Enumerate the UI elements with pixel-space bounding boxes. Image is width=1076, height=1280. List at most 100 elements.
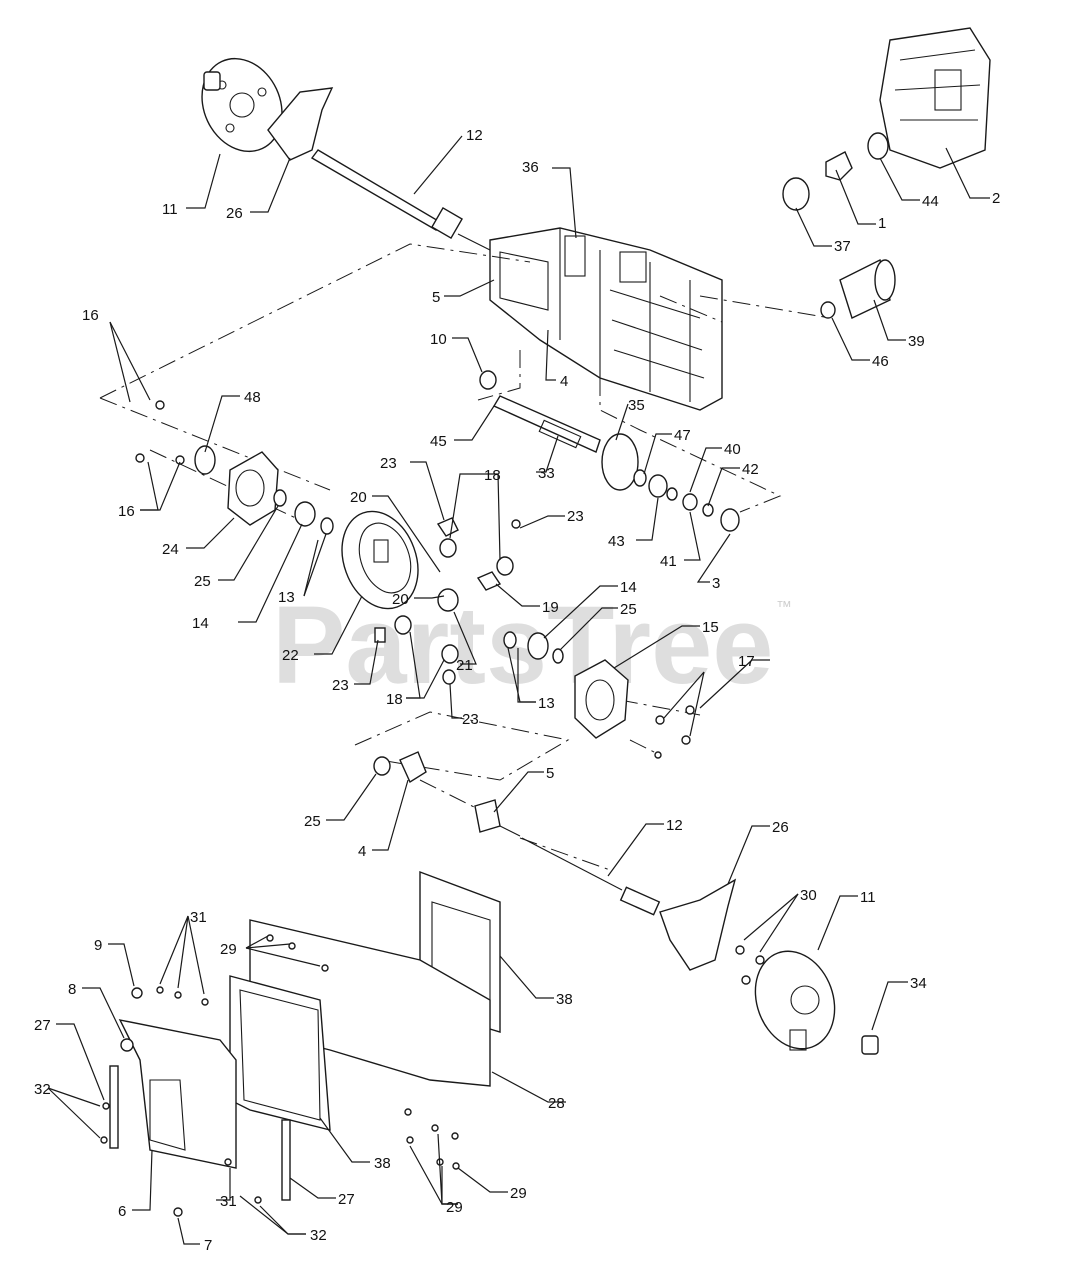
callout-label: 18 xyxy=(484,467,501,484)
callout-label: 3 xyxy=(712,575,720,592)
callout-label: 18 xyxy=(386,691,403,708)
callout-label: 22 xyxy=(282,647,299,664)
right-bearing-group xyxy=(503,631,695,759)
callout-label: 35 xyxy=(628,397,645,414)
wheel-hub-top xyxy=(201,57,283,153)
callout-label: 13 xyxy=(278,589,295,606)
callout-label: 23 xyxy=(332,677,349,694)
callout-label: 20 xyxy=(392,591,409,608)
callout-label: 26 xyxy=(772,819,789,836)
callout-label: 14 xyxy=(192,615,209,632)
callout-label: 23 xyxy=(462,711,479,728)
guide-line-8 xyxy=(519,837,611,871)
plate-27-left xyxy=(109,1065,119,1149)
callout-label: 12 xyxy=(466,127,483,144)
lower-fasteners xyxy=(100,934,460,1217)
callout-label: 43 xyxy=(608,533,625,550)
plate-27-right xyxy=(281,1119,291,1201)
callout-label: 38 xyxy=(374,1155,391,1172)
callout-label: 19 xyxy=(542,599,559,616)
bearings-right xyxy=(633,469,740,532)
callout-label: 39 xyxy=(908,333,925,350)
axle-shaft-lower xyxy=(521,837,661,916)
callout-label: 37 xyxy=(834,238,851,255)
callout-label: 29 xyxy=(510,1185,527,1202)
callout-label: 16 xyxy=(118,503,135,520)
callout-label: 32 xyxy=(34,1081,51,1098)
callout-labels: 12 11 26 36 1 44 2 37 5 10 4 46 39 16 48… xyxy=(34,127,1000,1254)
callout-label: 21 xyxy=(456,657,473,674)
callout-label: 47 xyxy=(674,427,691,444)
callout-label: 27 xyxy=(338,1191,355,1208)
callout-label: 34 xyxy=(910,975,927,992)
left-bearing-group xyxy=(135,400,334,535)
axle-shaft-mid xyxy=(479,370,639,491)
callout-label: 5 xyxy=(432,289,440,306)
differential-gears xyxy=(374,517,521,685)
callout-label: 28 xyxy=(548,1095,565,1112)
leader-lines xyxy=(47,135,990,1245)
callout-label: 24 xyxy=(162,541,179,558)
watermark-trademark: ™ xyxy=(776,599,792,616)
callout-label: 31 xyxy=(190,909,207,926)
hydro-pump xyxy=(879,27,991,169)
motor-39 xyxy=(820,258,896,319)
callout-label: 31 xyxy=(220,1193,237,1210)
callout-label: 25 xyxy=(194,573,211,590)
callout-label: 40 xyxy=(724,441,741,458)
callout-label: 5 xyxy=(546,765,554,782)
callout-label: 29 xyxy=(220,941,237,958)
guide-line-3 xyxy=(659,295,831,323)
callout-label: 32 xyxy=(310,1227,327,1244)
callout-label: 11 xyxy=(162,201,178,218)
callout-label: 13 xyxy=(538,695,555,712)
callout-label: 45 xyxy=(430,433,447,450)
callout-label: 4 xyxy=(358,843,366,860)
callout-label: 10 xyxy=(430,331,447,348)
ring-gear xyxy=(341,510,419,610)
guide-line-4 xyxy=(599,378,782,513)
wheel-hub-lower xyxy=(735,945,836,1051)
guide-line-5 xyxy=(477,350,521,401)
lower-bearing-block xyxy=(373,751,521,837)
callout-label: 44 xyxy=(922,193,939,210)
callout-label: 7 xyxy=(204,1237,212,1254)
callout-label: 11 xyxy=(860,889,876,906)
part-1 xyxy=(825,151,853,181)
callout-label: 1 xyxy=(878,215,886,232)
callout-label: 36 xyxy=(522,159,539,176)
callout-label: 16 xyxy=(82,307,99,324)
callout-label: 41 xyxy=(660,553,677,570)
callout-label: 29 xyxy=(446,1199,463,1216)
callout-label: 6 xyxy=(118,1203,126,1220)
callout-label: 33 xyxy=(538,465,555,482)
callout-label: 4 xyxy=(560,373,568,390)
lower-housing xyxy=(118,870,501,1169)
callout-label: 14 xyxy=(620,579,637,596)
callout-label: 20 xyxy=(350,489,367,506)
part-37 xyxy=(782,177,810,211)
part-34 xyxy=(861,1035,879,1055)
brake-arm-top xyxy=(267,87,334,161)
callout-label: 30 xyxy=(800,887,817,904)
callout-label: 23 xyxy=(380,455,397,472)
callout-label: 12 xyxy=(666,817,683,834)
callout-label: 38 xyxy=(556,991,573,1008)
callout-label: 8 xyxy=(68,981,76,998)
callout-label: 46 xyxy=(872,353,889,370)
callout-label: 25 xyxy=(304,813,321,830)
callout-label: 2 xyxy=(992,190,1000,207)
watermark-text: PartsTree xyxy=(272,584,773,707)
callout-label: 48 xyxy=(244,389,261,406)
callout-label: 23 xyxy=(567,508,584,525)
callout-label: 42 xyxy=(742,461,759,478)
callout-label: 25 xyxy=(620,601,637,618)
transaxle-housing xyxy=(489,227,723,411)
callout-label: 9 xyxy=(94,937,102,954)
callout-label: 27 xyxy=(34,1017,51,1034)
part-44 xyxy=(867,132,889,160)
brake-arm-lower xyxy=(659,878,737,971)
guide-line-1 xyxy=(99,243,531,399)
callout-label: 17 xyxy=(738,653,755,670)
